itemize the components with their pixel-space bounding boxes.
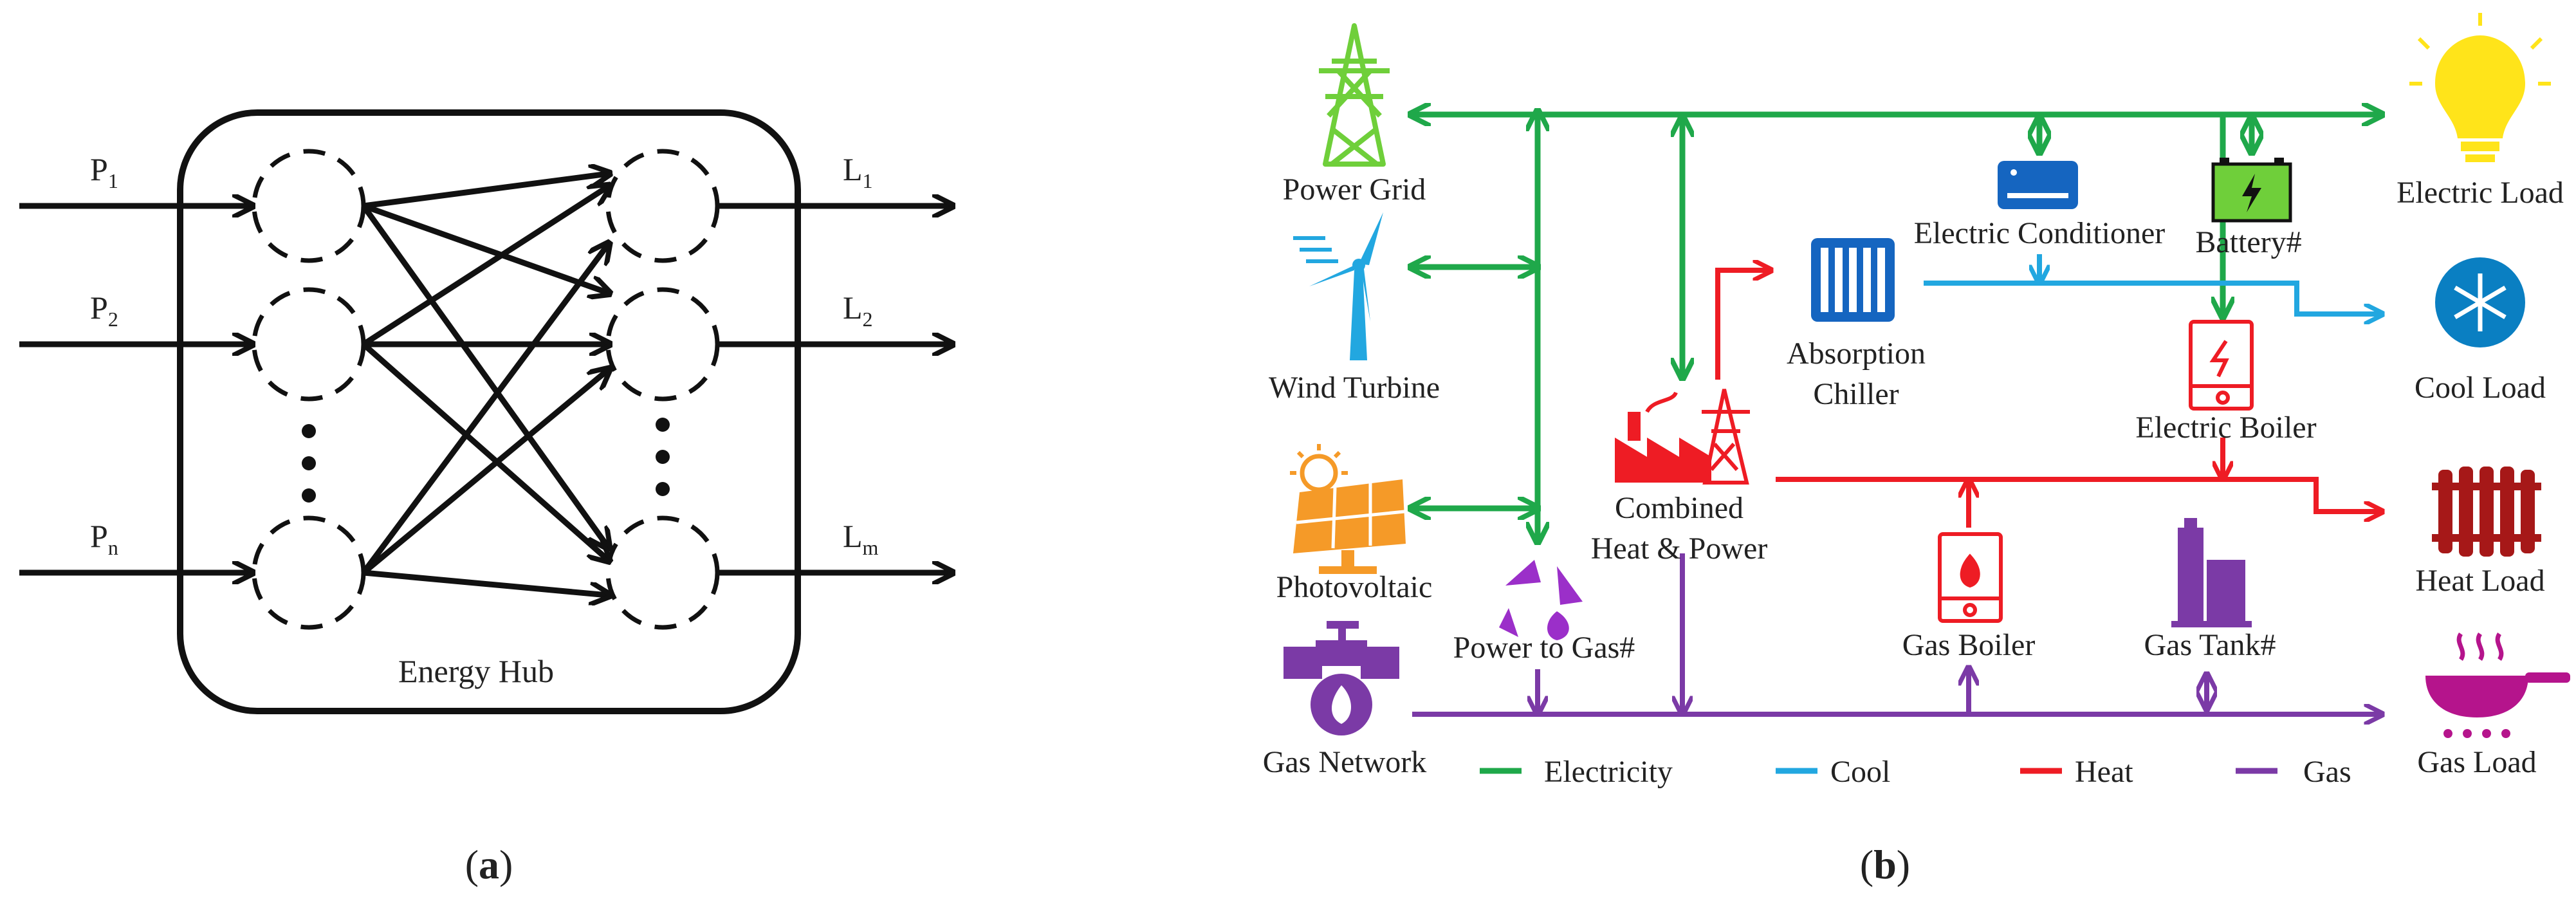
input-label-n: Pn	[90, 518, 118, 559]
hub-connections	[361, 174, 608, 595]
output-nodes	[605, 149, 720, 630]
legend: Electricity Cool Heat Gas	[1480, 755, 2351, 789]
output-labels: L1 L2 Lm	[843, 151, 879, 559]
gas-tank-icon	[2171, 518, 2252, 627]
absorption-chiller-icon	[1811, 238, 1895, 322]
panel-a: P1 P2 Pn L1 L2 Lm Energy Hub (a)	[19, 109, 951, 887]
heat-lines	[1715, 270, 2380, 528]
electric-boiler-icon	[2189, 320, 2254, 411]
legend-label-cool: Cool	[1830, 755, 1890, 789]
battery-icon	[2211, 158, 2292, 223]
frying-pan-icon	[2425, 633, 2570, 738]
radiator-icon	[2432, 467, 2541, 557]
hub-label: Energy Hub	[398, 653, 554, 689]
output-label-2: L2	[843, 290, 873, 331]
power-to-gas-label: Power to Gas#	[1453, 631, 1635, 665]
input-nodes	[252, 149, 366, 630]
gas-lines	[1412, 553, 2380, 714]
input-arrows	[19, 206, 251, 573]
gas-load-label: Gas Load	[2417, 745, 2536, 779]
input-labels: P1 P2 Pn	[90, 151, 118, 559]
gas-boiler-icon	[1938, 532, 2003, 623]
electric-conditioner-icon	[1998, 161, 2078, 209]
gas-network-icon	[1283, 621, 1399, 735]
output-node	[605, 515, 720, 630]
input-node	[252, 287, 366, 402]
chp-label-line2: Heat & Power	[1591, 532, 1768, 566]
input-node	[252, 515, 366, 630]
panel-b-caption: (b)	[1860, 842, 1910, 887]
power-grid-tower-icon	[1319, 23, 1390, 167]
photovoltaic-icon	[1290, 444, 1406, 574]
chp-icon	[1615, 389, 1750, 485]
light-bulb-icon	[2409, 13, 2551, 162]
gas-network-label: Gas Network	[1263, 745, 1427, 779]
snowflake-icon	[2435, 257, 2525, 347]
chp-label-line1: Combined	[1615, 491, 1743, 525]
absorption-chiller-label-line1: Absorption	[1787, 337, 1926, 371]
heat-load-label: Heat Load	[2415, 564, 2544, 598]
input-label-1: P1	[90, 151, 118, 192]
cool-lines	[1924, 254, 2380, 314]
panel-a-caption: (a)	[465, 842, 513, 887]
wind-turbine-icon	[1293, 212, 1383, 360]
ellipsis-dots	[302, 418, 670, 503]
output-node	[605, 149, 720, 263]
electric-boiler-label: Electric Boiler	[2135, 411, 2316, 445]
node-labels: Power Grid Wind Turbine Photovoltaic Gas…	[1263, 172, 2564, 779]
gas-boiler-label: Gas Boiler	[1902, 628, 2036, 662]
photovoltaic-label: Photovoltaic	[1276, 570, 1433, 604]
electric-conditioner-label: Electric Conditioner	[1914, 216, 2166, 250]
panel-b: Power Grid Wind Turbine Photovoltaic Gas…	[1263, 13, 2570, 887]
output-arrows	[719, 206, 951, 573]
input-node	[252, 149, 366, 263]
legend-label-heat: Heat	[2075, 755, 2133, 789]
gas-tank-label: Gas Tank#	[2144, 628, 2276, 662]
battery-label: Battery#	[2195, 225, 2301, 259]
cool-load-label: Cool Load	[2415, 371, 2546, 405]
power-to-gas-icon	[1499, 560, 1583, 640]
power-grid-label: Power Grid	[1283, 172, 1426, 207]
absorption-chiller-label-line2: Chiller	[1813, 377, 1899, 411]
legend-label-electricity: Electricity	[1544, 755, 1673, 789]
output-label-m: Lm	[843, 518, 879, 559]
legend-label-gas: Gas	[2303, 755, 2351, 789]
energy-hub-box	[177, 109, 801, 714]
electric-load-label: Electric Load	[2397, 176, 2564, 210]
wind-turbine-label: Wind Turbine	[1269, 371, 1440, 405]
output-node	[605, 287, 720, 402]
input-label-2: P2	[90, 290, 118, 331]
output-label-1: L1	[843, 151, 873, 192]
